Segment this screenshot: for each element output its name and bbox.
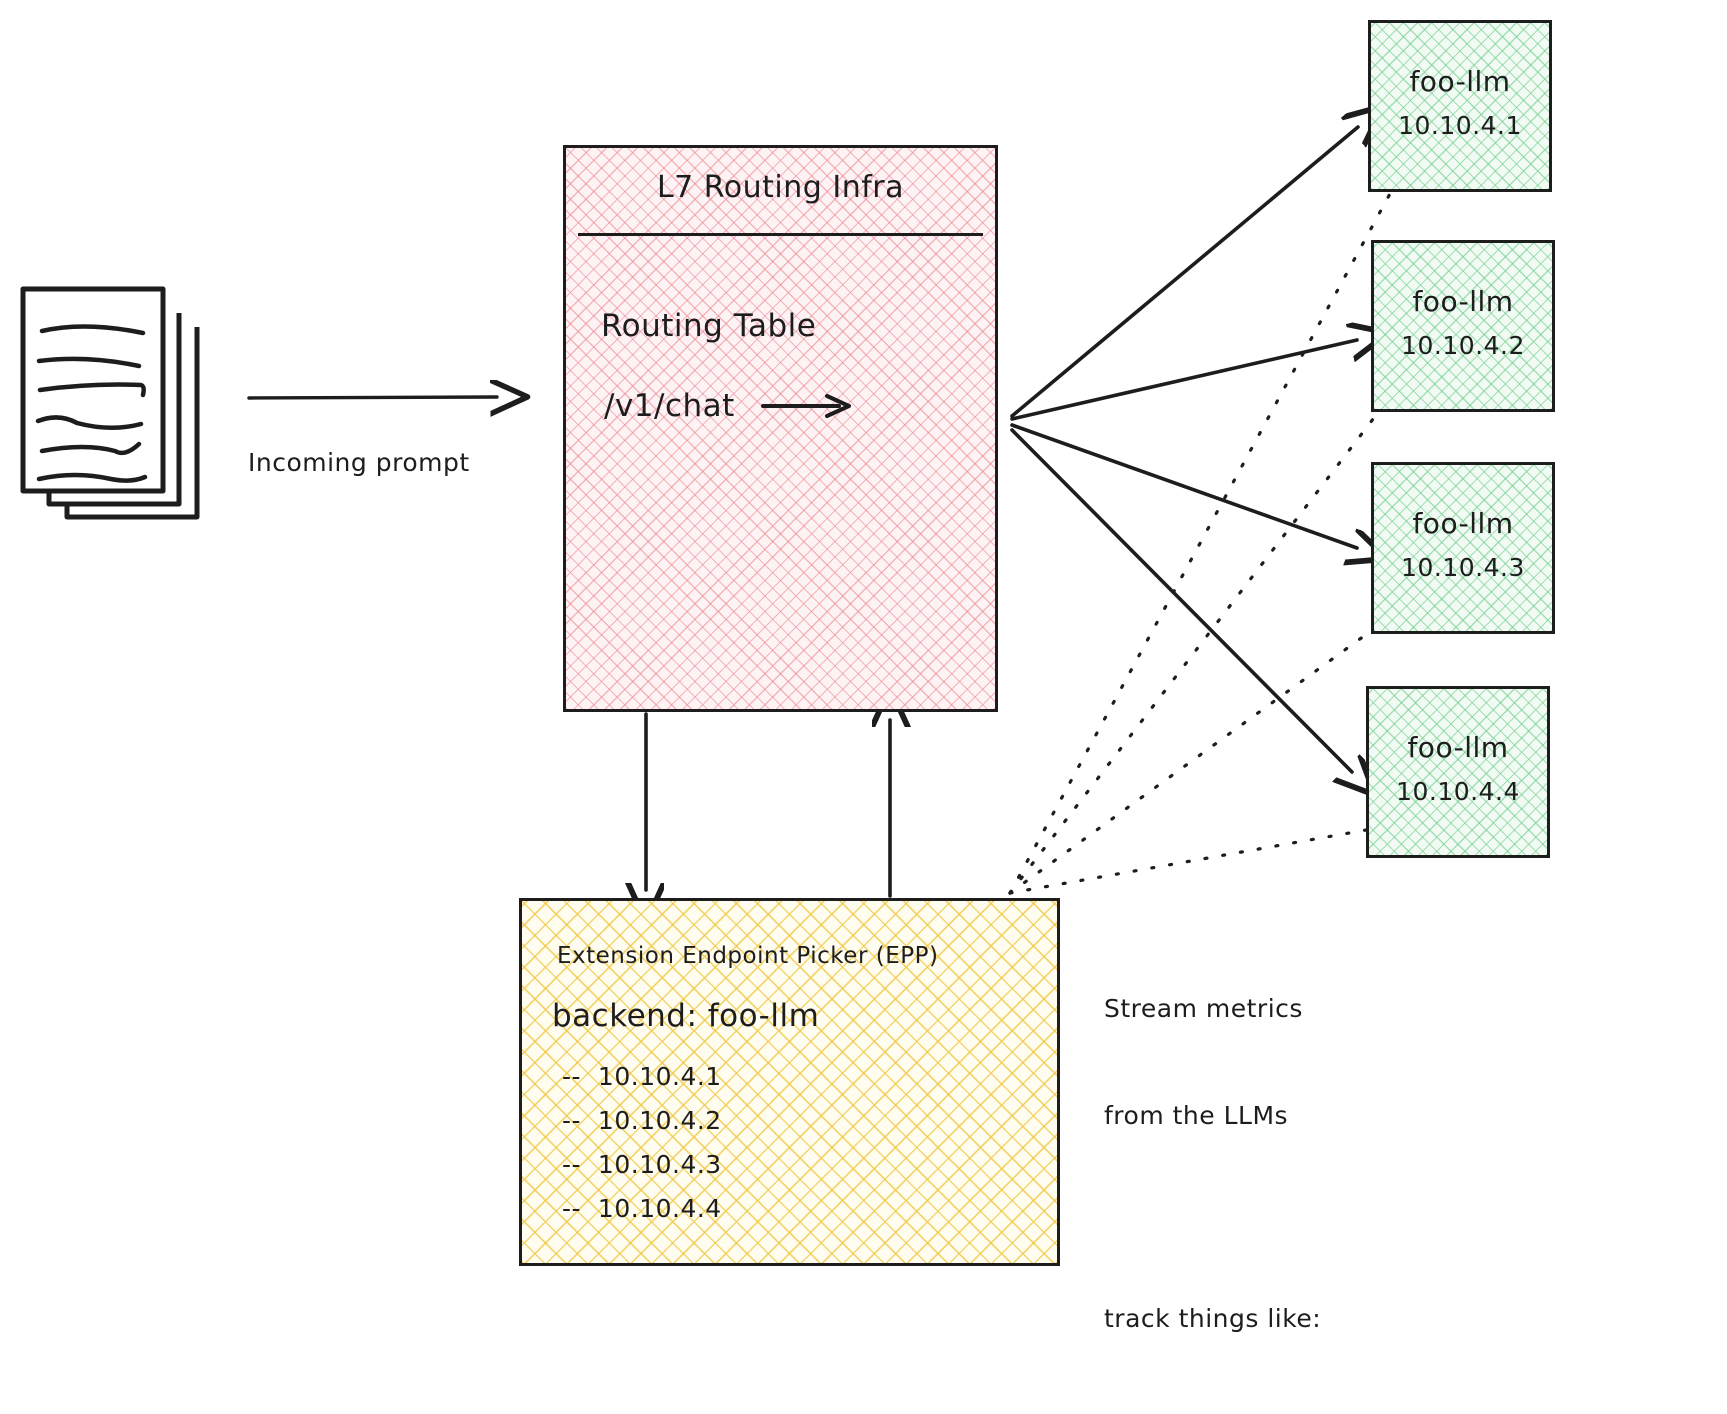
metrics-note: Stream metrics from the LLMs track thing… (1104, 920, 1391, 1414)
llm-ip: 10.10.4.2 (1401, 331, 1525, 360)
llm-box-10-10-4-2[interactable]: foo-llm 10.10.4.2 (1371, 240, 1555, 412)
arrow-to-llm-1 (1010, 127, 1358, 418)
metrics-note-line-3: track things like: (1104, 1304, 1322, 1333)
arrow-to-llm-4 (1010, 428, 1352, 772)
arrow-right-icon (760, 394, 851, 418)
spacer (1104, 1408, 1391, 1414)
metric-line-llm-3 (1008, 626, 1377, 895)
llm-name: foo-llm (1412, 285, 1514, 318)
llm-name: foo-llm (1409, 65, 1511, 98)
document-stack-icon (15, 285, 215, 530)
llm-box-10-10-4-3[interactable]: foo-llm 10.10.4.3 (1371, 462, 1555, 634)
route-path-label: /v1/chat (604, 388, 735, 424)
routing-table-row: /v1/chat (604, 388, 853, 424)
llm-box-10-10-4-1[interactable]: foo-llm 10.10.4.1 (1368, 20, 1552, 192)
llm-ip: 10.10.4.4 (1396, 777, 1520, 806)
incoming-prompt-arrow (247, 397, 497, 398)
routing-infra-divider (578, 233, 983, 236)
llm-name: foo-llm (1412, 507, 1514, 540)
list-item: -- 10.10.4.2 (562, 1106, 722, 1135)
list-item: -- 10.10.4.4 (562, 1194, 722, 1223)
arrow-to-llm-3 (1010, 423, 1357, 548)
metrics-note-line-2: from the LLMs (1104, 1100, 1289, 1130)
list-item: -- 10.10.4.3 (562, 1150, 722, 1179)
arrow-to-llm-2 (1010, 340, 1357, 421)
routing-table-label: Routing Table (601, 308, 817, 344)
epp-endpoint-list: -- 10.10.4.1 -- 10.10.4.2 -- 10.10.4.3 -… (562, 1064, 722, 1240)
metric-line-llm-2 (1008, 408, 1382, 895)
epp-title: Extension Endpoint Picker (EPP) (557, 943, 939, 969)
metrics-note-line-1: Stream metrics (1104, 994, 1303, 1023)
metric-stream-lines (1008, 188, 1394, 895)
routing-infra-title: L7 Routing Infra (656, 170, 905, 205)
routing-infra-box[interactable]: L7 Routing Infra Routing Table /v1/chat (563, 145, 998, 712)
epp-backend-label: backend: foo-llm (552, 998, 820, 1034)
metric-line-llm-4 (1008, 828, 1368, 895)
llm-name: foo-llm (1407, 731, 1509, 764)
llm-ip: 10.10.4.1 (1398, 111, 1522, 140)
metric-line-llm-1 (1008, 188, 1394, 895)
llm-ip: 10.10.4.3 (1401, 553, 1525, 582)
epp-box[interactable]: Extension Endpoint Picker (EPP) backend:… (519, 898, 1060, 1266)
llm-box-10-10-4-4[interactable]: foo-llm 10.10.4.4 (1366, 686, 1550, 858)
routing-to-llm-arrows (1010, 127, 1358, 772)
spacer (1104, 1204, 1391, 1230)
incoming-prompt-label: Incoming prompt (248, 448, 470, 477)
infra-epp-arrows (646, 714, 890, 896)
list-item: -- 10.10.4.1 (562, 1062, 722, 1091)
